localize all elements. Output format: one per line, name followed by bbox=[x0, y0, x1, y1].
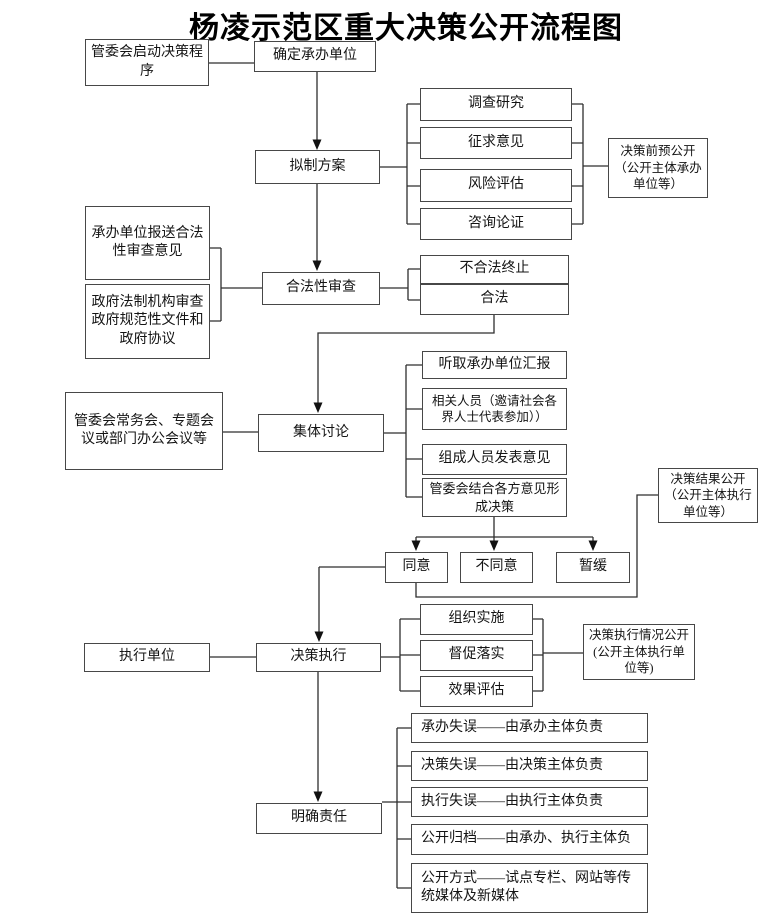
node-evaluate: 效果评估 bbox=[420, 676, 533, 707]
node-discuss: 集体讨论 bbox=[258, 414, 384, 452]
node-legal-ok: 合法 bbox=[420, 284, 569, 315]
node-form-decision: 管委会结合各方意见形成决策 bbox=[422, 478, 567, 517]
node-disagree: 不同意 bbox=[460, 552, 533, 583]
node-resp-archive: 公开归档——由承办、执行主体负 bbox=[411, 824, 648, 855]
node-organize: 组织实施 bbox=[420, 604, 533, 635]
node-related-people: 相关人员（邀请社会各界人士代表参加）） bbox=[422, 388, 567, 430]
flowchart-title: 杨凌示范区重大决策公开流程图 bbox=[189, 12, 623, 45]
node-start: 管委会启动决策程序 bbox=[85, 39, 209, 86]
node-meeting: 管委会常务会、专题会议或部门办公会议等 bbox=[65, 392, 223, 470]
node-resp-undertake: 承办失误——由承办主体负责 bbox=[411, 713, 648, 743]
node-resp-exec: 执行失误——由执行主体负责 bbox=[411, 787, 648, 817]
node-consult: 咨询论证 bbox=[420, 208, 572, 240]
node-pre-disclosure: 决策前预公开（公开主体承办单位等） bbox=[608, 138, 708, 198]
node-resp-decision: 决策失误——由决策主体负责 bbox=[411, 751, 648, 781]
node-risk: 风险评估 bbox=[420, 169, 572, 202]
node-gov-legal: 政府法制机构审查政府规范性文件和政府协议 bbox=[85, 284, 210, 359]
node-confirm-unit: 确定承办单位 bbox=[254, 41, 376, 72]
node-postpone: 暂缓 bbox=[556, 552, 630, 583]
node-members-opinions: 组成人员发表意见 bbox=[422, 444, 567, 475]
node-draft-plan: 拟制方案 bbox=[255, 150, 380, 184]
node-submit-legality: 承办单位报送合法性审查意见 bbox=[85, 206, 210, 280]
node-listen-report: 听取承办单位汇报 bbox=[422, 351, 567, 379]
node-exec-disclosure: 决策执行情况公开(公开主体执行单位等) bbox=[583, 624, 695, 680]
node-supervise: 督促落实 bbox=[420, 640, 533, 671]
node-result-disclosure: 决策结果公开（公开主体执行单位等） bbox=[658, 468, 758, 523]
node-investigate: 调查研究 bbox=[420, 88, 572, 121]
node-illegal-stop: 不合法终止 bbox=[420, 255, 569, 284]
node-solicit: 征求意见 bbox=[420, 127, 572, 159]
node-resp-method: 公开方式——试点专栏、网站等传统媒体及新媒体 bbox=[411, 863, 648, 913]
node-legality-review: 合法性审查 bbox=[262, 272, 380, 305]
node-decision-exec: 决策执行 bbox=[256, 643, 381, 672]
node-clarify: 明确责任 bbox=[256, 803, 382, 834]
node-exec-unit: 执行单位 bbox=[84, 643, 210, 672]
node-agree: 同意 bbox=[385, 552, 448, 583]
